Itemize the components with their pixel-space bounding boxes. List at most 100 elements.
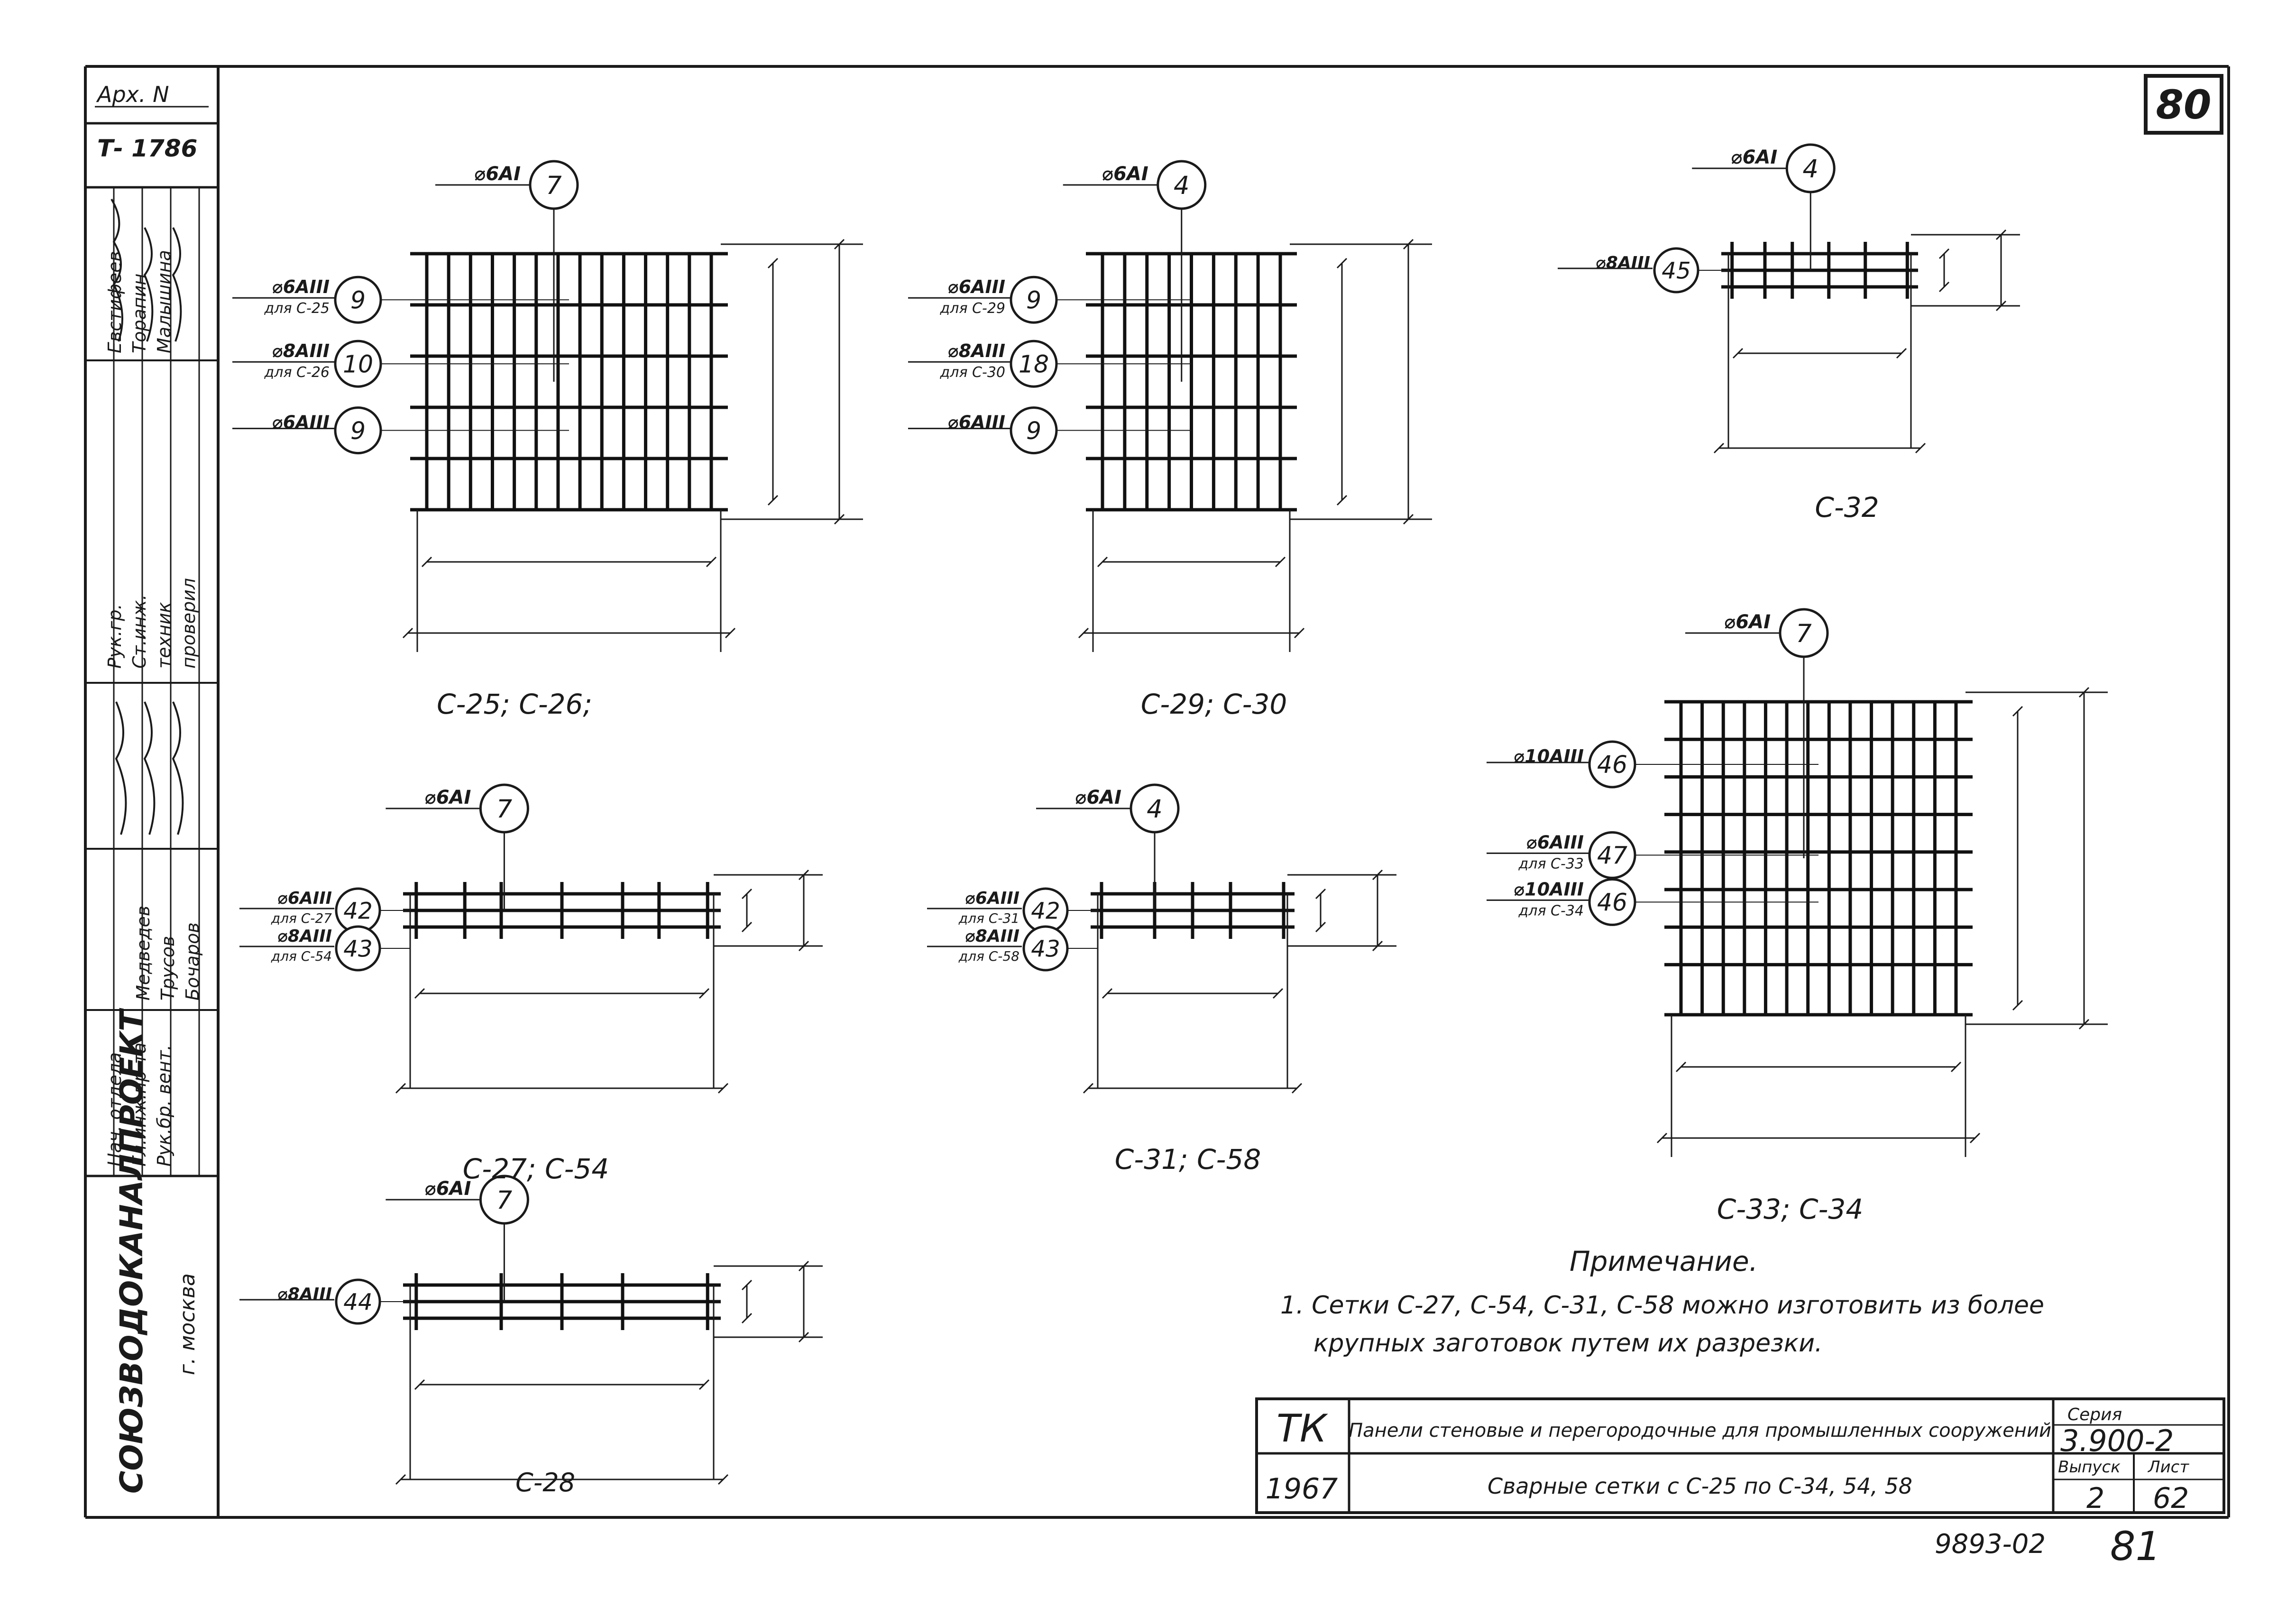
mesh-c27-c54-left-sub: для С-27 — [271, 910, 332, 926]
mesh-c33-c34-top-bubble-circle — [1779, 608, 1829, 658]
mesh-c25-c26-dim-vertical-tick — [767, 257, 779, 269]
mesh-c33-c34-dim-pitch-tick — [1950, 1061, 1962, 1073]
stamp-name-1: Медведев — [133, 906, 154, 1001]
mesh-c32-dim-height-tick — [1995, 229, 2007, 240]
mesh-c25-c26-left-bubble-number: 9 — [350, 417, 366, 445]
mesh-c32-dim-overall-tick — [1713, 442, 1725, 454]
mesh-c33-c34-dim-overall-tick — [1969, 1132, 1981, 1144]
stamp-position-2: Гл.инж.пр-та — [129, 1043, 150, 1167]
mesh-c29-c30-dim-vertical-tick — [1336, 257, 1348, 269]
mesh-c31-c58-left-rod: ⌀8АIII — [965, 927, 1019, 946]
mesh-c33-c34-left-rod: ⌀10АIII — [1514, 879, 1584, 900]
titleblock-title: Панели стеновые и перегородочные для про… — [1349, 1420, 2051, 1442]
mesh-c31-c58-top-rod: ⌀6АI — [1075, 787, 1121, 808]
archive-label: Арх. N — [96, 82, 169, 107]
mesh-c29-c30-dim-pitch-tick — [1275, 556, 1286, 568]
mesh-c29-c30-left-sub: для С-29 — [940, 300, 1005, 317]
mesh-c25-c26-dim-pitch-tick — [421, 556, 432, 568]
mesh-c28-dim-overall-tick — [717, 1474, 729, 1485]
mesh-c28-top-bubble-circle — [479, 1175, 529, 1225]
stamp-position-7: проверил — [178, 578, 199, 669]
caption-c27-c54: С-27; С-54 — [463, 1153, 609, 1185]
mesh-c31-c58-dim-pitch-tick — [1102, 988, 1113, 999]
mesh-c28-dim-height-tick — [798, 1332, 809, 1343]
titleblock-subtitle: Сварные сетки с С-25 по С-34, 54, 58 — [1488, 1473, 1912, 1499]
sheet-number-top: 80 — [2156, 82, 2212, 128]
mesh-c33-c34-dim-vertical-tick — [2012, 706, 2023, 717]
mesh-c25-c26-top-bubble-number: 7 — [546, 171, 561, 200]
stamp-position-6: техник — [154, 602, 174, 669]
mesh-c29-c30-left-bubble-number: 9 — [1026, 417, 1041, 445]
mesh-c32-dim-height-tick — [1995, 300, 2007, 312]
mesh-c32-left-bubble-number: 45 — [1662, 257, 1690, 284]
mesh-c27-c54-left-sub: для С-54 — [271, 948, 332, 964]
mesh-c29-c30-left-rod: ⌀6АIII — [948, 276, 1005, 297]
mesh-c28-left-rod: ⌀8АIII — [277, 1285, 332, 1304]
mesh-c29-c30-left-bubble-number: 18 — [1019, 350, 1049, 378]
mesh-c27-c54-dim-pitch-tick — [698, 988, 710, 999]
caption-c32: С-32 — [1815, 491, 1879, 523]
mesh-c29-c30-top-bubble-number: 4 — [1174, 171, 1189, 200]
mesh-c31-c58-left-bubble-number: 43 — [1031, 936, 1060, 962]
organization-name: СОЮЗВОДОКАНАЛПРОЕКТ — [113, 1008, 150, 1494]
mesh-c28-dim-vertical-tick — [741, 1313, 753, 1324]
caption-c33-c34: С-33; С-34 — [1717, 1193, 1863, 1225]
mesh-c33-c34-top-bubble-number: 7 — [1796, 619, 1811, 648]
mesh-c27-c54-left-rod: ⌀6АIII — [277, 889, 332, 908]
mesh-c27-c54-left-rod: ⌀8АIII — [277, 927, 332, 946]
mesh-c25-c26-top-rod: ⌀6АI — [474, 163, 521, 185]
mesh-c25-c26-left-bubble-number: 9 — [350, 286, 366, 314]
mesh-c29-c30-top-bubble-circle — [1157, 160, 1207, 210]
mesh-c32-dim-pitch-tick — [1896, 348, 1907, 359]
mesh-c29-c30-left-rod: ⌀8АIII — [948, 340, 1005, 361]
note-title: Примечание. — [1570, 1245, 1758, 1277]
titleblock-series-label: Серия — [2067, 1405, 2122, 1424]
stamp-name-5: Евстифеев — [104, 251, 125, 353]
stamp-name-2: Трусов — [157, 936, 178, 1001]
mesh-c33-c34-left-rod: ⌀10АIII — [1514, 746, 1584, 767]
note-line-2: крупных заготовок путем их разрезки. — [1313, 1329, 1823, 1358]
mesh-c33-c34-dim-vertical-tick — [2012, 1000, 2023, 1011]
mesh-c25-c26-dim-height-tick — [834, 514, 845, 525]
mesh-c33-c34-dim-height-tick — [2078, 1019, 2090, 1030]
mesh-c29-c30-dim-pitch-tick — [1097, 556, 1108, 568]
mesh-c25-c26-dim-overall-tick — [402, 627, 413, 639]
mesh-c28-top-bubble-number: 7 — [496, 1186, 512, 1215]
mesh-c31-c58-top-bubble-number: 4 — [1147, 795, 1162, 824]
mesh-c27-c54-dim-overall-tick — [395, 1083, 406, 1094]
signature-marks — [110, 198, 184, 835]
titleblock-issue-label: Выпуск — [2058, 1458, 2121, 1477]
note-line-1: 1. Сетки С-27, С-54, С-31, С-58 можно из… — [1280, 1291, 2044, 1320]
mesh-c33-c34-left-sub: для С-34 — [1518, 902, 1584, 919]
mesh-c33-c34-left-bubble-number: 46 — [1597, 751, 1627, 779]
mesh-c31-c58-dim-vertical-tick — [1315, 921, 1326, 933]
mesh-c29-c30-dim-overall-tick — [1294, 627, 1305, 639]
mesh-c33-c34-left-sub: для С-33 — [1518, 855, 1584, 872]
mesh-c29-c30-top-rod: ⌀6АI — [1102, 163, 1148, 185]
mesh-c33-c34-dim-overall-tick — [1656, 1132, 1668, 1144]
stamp-name-7: Малышина — [154, 250, 174, 353]
mesh-c29-c30-left-rod: ⌀6АIII — [948, 412, 1005, 433]
mesh-c33-c34-dim-pitch-tick — [1675, 1061, 1687, 1073]
mesh-c27-c54-dim-vertical-tick — [741, 921, 753, 933]
mesh-c31-c58-left-bubble-number: 42 — [1031, 898, 1060, 924]
mesh-c25-c26-left-rod: ⌀6АIII — [272, 276, 330, 297]
stamp-position-4: Рук.гр. — [104, 604, 125, 669]
mesh-c33-c34-left-bubble-number: 47 — [1597, 842, 1627, 870]
mesh-c32-dim-vertical-tick — [1938, 281, 1950, 293]
mesh-c32-dim-overall-tick — [1915, 442, 1926, 454]
stamp-name-6: Торапин — [129, 274, 150, 353]
mesh-c28-dim-overall-tick — [395, 1474, 406, 1485]
mesh-c25-c26-left-bubble-number: 10 — [343, 350, 373, 378]
mesh-c25-c26-top-bubble-circle — [529, 160, 579, 210]
stamp-position-3: Рук.бр. вент. — [154, 1045, 174, 1166]
mesh-c31-c58-dim-vertical-tick — [1315, 888, 1326, 900]
mesh-c25-c26-dim-vertical-tick — [767, 495, 779, 506]
mesh-c31-c58-dim-pitch-tick — [1272, 988, 1284, 999]
titleblock-sheet: 62 — [2153, 1482, 2189, 1515]
stamp-position-5: Ст.инж. — [129, 594, 150, 669]
caption-c28: С-28 — [515, 1468, 575, 1497]
